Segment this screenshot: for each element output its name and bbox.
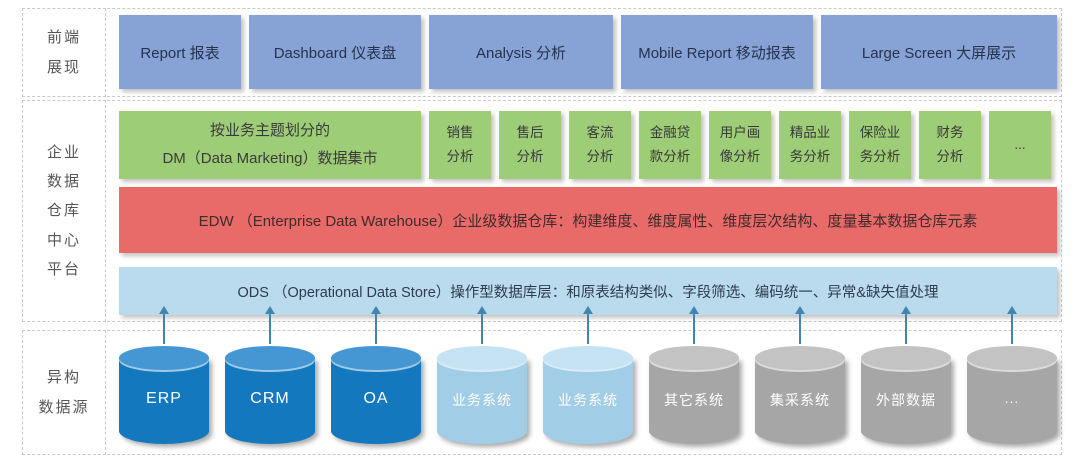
datasource-label: 其它系统 xyxy=(664,392,724,408)
dm-item-sales-analysis: 销售 分析 xyxy=(429,111,491,179)
database-cylinder-icon xyxy=(543,358,633,444)
database-cylinder-icon xyxy=(119,358,209,444)
datasources-section-label-cell: 异构 数据源 xyxy=(22,330,106,455)
data-flow-arrow xyxy=(795,306,805,344)
datasource-cylinders-row: ERP CRM OA 业务系统 xyxy=(119,306,1057,444)
datasource-crm: CRM xyxy=(225,306,315,444)
dm-item-user-profile-analysis: 用户画 像分析 xyxy=(709,111,771,179)
database-cylinder-icon xyxy=(331,358,421,444)
database-cylinder-icon xyxy=(967,358,1057,444)
warehouse-section-label: 企业 数据 仓库 中心 平台 xyxy=(46,143,81,278)
datasource-label: 外部数据 xyxy=(876,392,936,408)
database-cylinder-top xyxy=(649,346,739,370)
database-cylinder-icon xyxy=(225,358,315,444)
warehouse-section: 企业 数据 仓库 中心 平台 按业务主题划分的 DM（Data Marketin… xyxy=(22,100,1062,322)
dm-item-traffic-analysis: 客流 分析 xyxy=(569,111,631,179)
data-flow-arrow xyxy=(1007,306,1017,344)
data-flow-arrow xyxy=(901,306,911,344)
frontend-item-mobile-report: Mobile Report 移动报表 xyxy=(621,15,813,89)
datasource-label: ... xyxy=(1004,390,1020,406)
datasource-label: 集采系统 xyxy=(770,392,830,408)
frontend-section-label-cell: 前端 展现 xyxy=(22,8,106,97)
datasource-oa: OA xyxy=(331,306,421,444)
data-flow-arrow xyxy=(583,306,593,344)
frontend-section: 前端 展现 Report 报表 Dashboard 仪表盘 Analysis 分… xyxy=(22,8,1062,97)
frontend-item-large-screen: Large Screen 大屏展示 xyxy=(821,15,1057,89)
database-cylinder-top xyxy=(543,346,633,370)
data-flow-arrow xyxy=(371,306,381,344)
datasource-procurement-system: 集采系统 xyxy=(755,306,845,444)
dm-item-finance-analysis: 财务 分析 xyxy=(919,111,981,179)
database-cylinder-icon xyxy=(437,358,527,444)
data-flow-arrow xyxy=(265,306,275,344)
data-flow-arrow xyxy=(159,306,169,344)
database-cylinder-top xyxy=(119,346,209,370)
data-flow-arrow xyxy=(477,306,487,344)
database-cylinder-top xyxy=(755,346,845,370)
datasources-section-label: 异构 数据源 xyxy=(38,369,90,416)
dm-item-insurance-business-analysis: 保险业 务分析 xyxy=(849,111,911,179)
datasource-erp: ERP xyxy=(119,306,209,444)
datasource-label: CRM xyxy=(250,390,290,407)
frontend-section-label: 前端 展现 xyxy=(46,29,81,76)
datasource-more: ... xyxy=(967,306,1057,444)
datasource-label: ERP xyxy=(146,390,182,407)
edw-layer-box: EDW （Enterprise Data Warehouse）企业级数据仓库：构… xyxy=(119,187,1057,253)
dm-row: 按业务主题划分的 DM（Data Marketing）数据集市 销售 分析 售后… xyxy=(119,111,1051,179)
frontend-item-dashboard: Dashboard 仪表盘 xyxy=(249,15,421,89)
dm-item-aftersales-analysis: 售后 分析 xyxy=(499,111,561,179)
dm-data-mart-box: 按业务主题划分的 DM（Data Marketing）数据集市 xyxy=(119,111,421,179)
datasource-business-system-2: 业务系统 xyxy=(543,306,633,444)
dm-item-premium-business-analysis: 精品业 务分析 xyxy=(779,111,841,179)
datasource-other-systems: 其它系统 xyxy=(649,306,739,444)
datasource-business-system-1: 业务系统 xyxy=(437,306,527,444)
datasource-label: OA xyxy=(363,390,389,407)
frontend-item-analysis: Analysis 分析 xyxy=(429,15,613,89)
database-cylinder-top xyxy=(861,346,951,370)
warehouse-section-label-cell: 企业 数据 仓库 中心 平台 xyxy=(22,100,106,322)
database-cylinder-icon xyxy=(755,358,845,444)
data-flow-arrow xyxy=(689,306,699,344)
database-cylinder-icon xyxy=(861,358,951,444)
frontend-items-row: Report 报表 Dashboard 仪表盘 Analysis 分析 Mobi… xyxy=(119,15,1057,89)
dm-item-more: ... xyxy=(989,111,1051,179)
database-cylinder-top xyxy=(967,346,1057,370)
datasource-external-data: 外部数据 xyxy=(861,306,951,444)
dm-item-loan-analysis: 金融贷 款分析 xyxy=(639,111,701,179)
database-cylinder-top xyxy=(225,346,315,370)
datasource-label: 业务系统 xyxy=(558,392,618,408)
datasource-label: 业务系统 xyxy=(452,392,512,408)
database-cylinder-top xyxy=(437,346,527,370)
database-cylinder-icon xyxy=(649,358,739,444)
datasources-section: 异构 数据源 ERP CRM OA xyxy=(22,306,1062,455)
frontend-item-report: Report 报表 xyxy=(119,15,241,89)
database-cylinder-top xyxy=(331,346,421,370)
